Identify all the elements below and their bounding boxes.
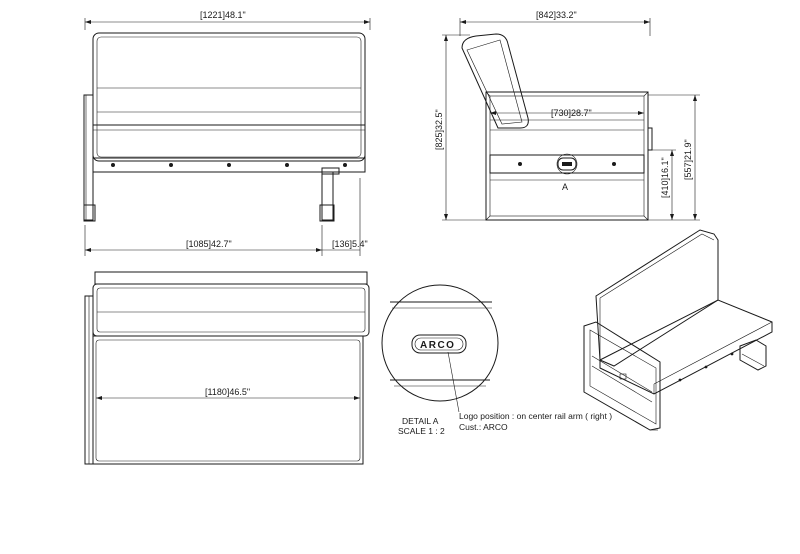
top-width-dimension: [1180]46.5" <box>205 387 250 397</box>
detail-scale: SCALE 1 : 2 <box>398 426 445 436</box>
customer-note: Cust.: ARCO <box>459 422 508 432</box>
side-view: [842]33.2" [825]32.5" A <box>434 10 700 221</box>
seat-height-dimension: [557]21.9" <box>683 139 693 180</box>
base-length-dimension: [1085]42.7" <box>186 239 232 249</box>
arm-height-dimension: [410]16.1" <box>660 157 670 198</box>
detail-a-view: ARCO DETAIL A SCALE 1 : 2 Logo position … <box>381 284 612 436</box>
side-depth-dimension: [842]33.2" <box>536 10 577 20</box>
top-view: [1180]46.5" <box>84 271 370 465</box>
detail-marker-label: A <box>562 182 568 192</box>
logo-position-note: Logo position : on center rail arm ( rig… <box>459 411 612 421</box>
front-view: [1221]48.1" [1085]42.7" [136]5 <box>83 10 371 256</box>
side-height-dimension: [825]32.5" <box>434 109 444 150</box>
detail-title: DETAIL A <box>402 416 439 426</box>
isometric-view <box>583 229 773 431</box>
front-width-dimension: [1221]48.1" <box>200 10 246 20</box>
logo-text: ARCO <box>420 340 455 351</box>
leg-offset-dimension: [136]5.4" <box>332 239 368 249</box>
back-inner-width-dimension: [730]28.7" <box>551 108 592 118</box>
